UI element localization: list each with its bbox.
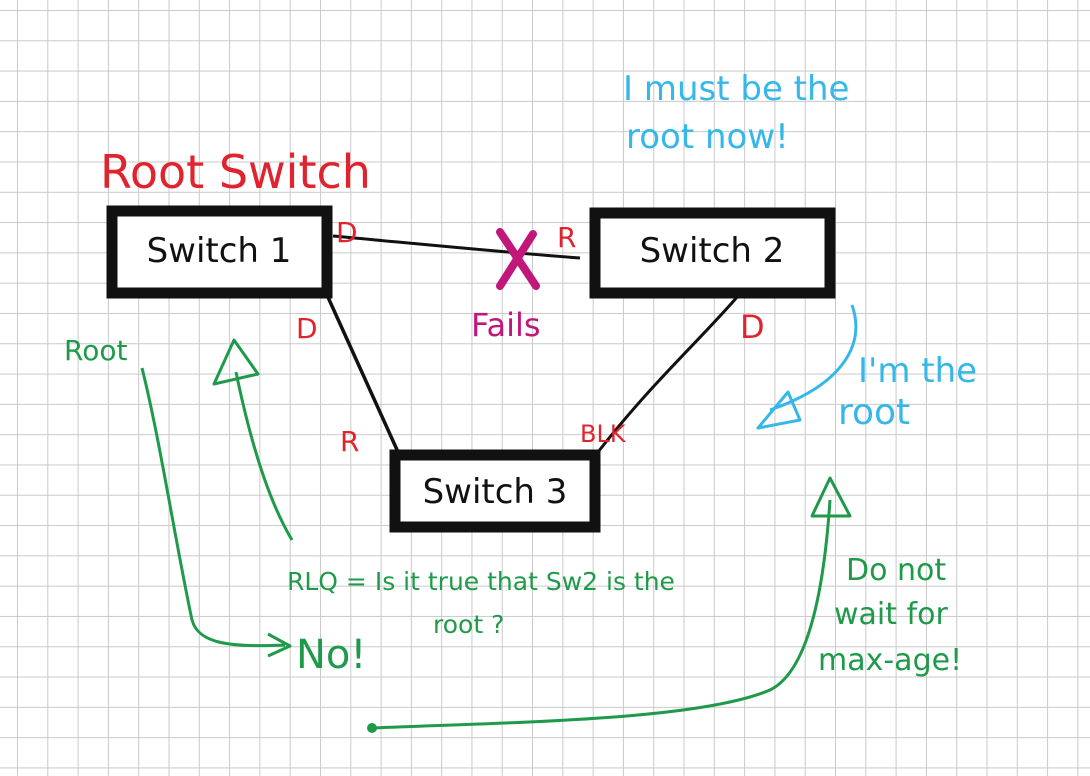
switch-3-label: Switch 3 (423, 472, 568, 512)
rlq-up-arrowhead-icon (212, 338, 260, 386)
switch-2: Switch 2 (589, 207, 836, 299)
link-s1-s2 (332, 234, 581, 260)
failure-x-icon (496, 228, 540, 290)
diagram-title: Root Switch (100, 145, 371, 199)
no-answer: No! (296, 632, 366, 678)
dont-wait-line1: Do not (846, 553, 946, 588)
root-note: Root (64, 334, 127, 367)
switch-1-label: Switch 1 (147, 231, 292, 271)
rlq-up-arrow (234, 371, 294, 541)
im-root-line1: I'm the (858, 351, 977, 391)
im-root-arrowhead-icon (756, 390, 802, 430)
link-s2-s3 (596, 295, 740, 453)
port-label-s1-right: D (336, 216, 358, 249)
root-to-no-arrowhead-icon (267, 632, 292, 658)
dont-wait-line2: wait for (834, 597, 948, 632)
sw2-thought-line1: I must be the (623, 69, 849, 109)
dont-wait-arrow (371, 499, 832, 730)
sw2-thought-line2: root now! (626, 117, 789, 157)
failure-label: Fails (471, 306, 541, 344)
switch-2-label: Switch 2 (640, 231, 785, 271)
port-label-s3-right: BLK (580, 420, 627, 448)
switch-1: Switch 1 (106, 205, 333, 299)
im-root-line2: root (838, 392, 910, 433)
dont-wait-arrowhead-icon (810, 476, 852, 518)
root-to-no-arrow (140, 367, 286, 648)
switch-3: Switch 3 (389, 449, 601, 533)
rlq-line2: root ? (433, 610, 504, 639)
dont-wait-line3: max-age! (818, 643, 962, 678)
port-label-s2-left: R (557, 221, 576, 254)
port-label-s1-bottom: D (296, 312, 318, 345)
rlq-line1: RLQ = Is it true that Sw2 is the (287, 567, 675, 596)
link-s1-s3 (325, 294, 400, 453)
port-label-s3-left: R (340, 425, 359, 458)
port-label-s2-bottom: D (740, 308, 765, 346)
